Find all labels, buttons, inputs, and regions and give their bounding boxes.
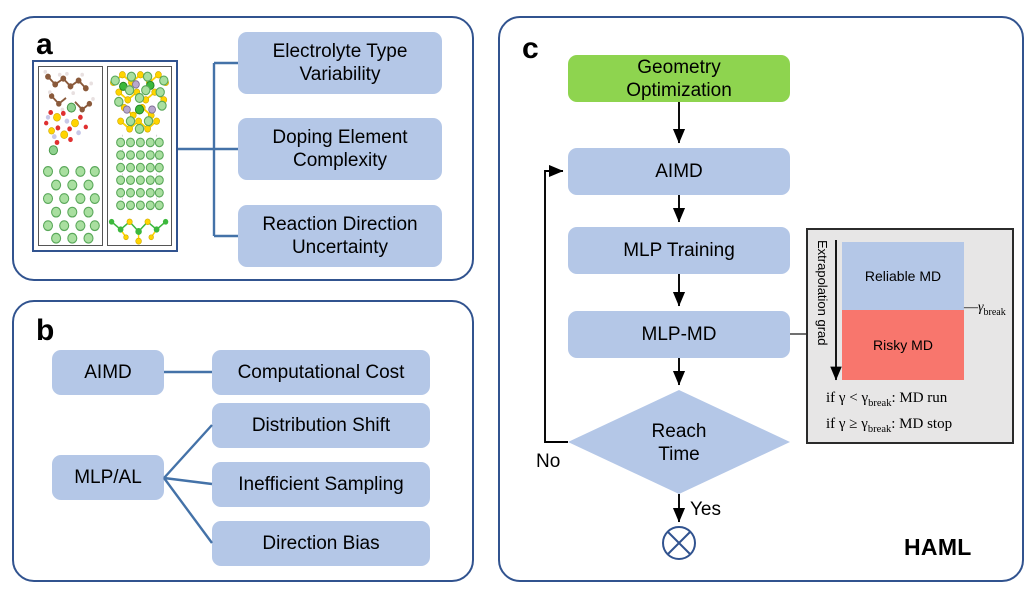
challenge-box-reaction-direction-uncertainty[interactable]: Reaction Direction Uncertainty	[238, 205, 442, 267]
issue-box-distribution-shift[interactable]: Distribution Shift	[212, 403, 430, 448]
challenge-box-doping-element-complexity[interactable]: Doping Element Complexity	[238, 118, 442, 180]
panel-a-letter: a	[36, 28, 53, 61]
source-box-aimd[interactable]: AIMD	[52, 350, 164, 395]
source-box-mlp-al[interactable]: MLP/AL	[52, 455, 164, 500]
panel-b-letter: b	[36, 314, 54, 347]
edge-label-no: No	[536, 451, 561, 472]
cond-1-prefix: if γ ≥ γ	[826, 416, 868, 432]
interface-structure-icon	[108, 71, 169, 245]
inset-condition-row: if γ ≥ γbreak: MD stop	[826, 414, 1012, 440]
cond-0-sub: break	[868, 398, 892, 409]
issue-box-computational-cost[interactable]: Computational Cost	[212, 350, 430, 395]
electrolyte-structure-icon	[42, 69, 100, 244]
inset-condition-row: if γ < γbreak: MD run	[826, 388, 1012, 414]
challenge-box-electrolyte-type-variability[interactable]: Electrolyte Type Variability	[238, 32, 442, 94]
flow-node-reach-time-label[interactable]: Reach Time	[651, 421, 707, 465]
issue-box-direction-bias[interactable]: Direction Bias	[212, 521, 430, 566]
inset-axis-label: Extrapolation grad	[815, 240, 830, 346]
inset-conditions: if γ < γbreak: MD run if γ ≥ γbreak: MD …	[826, 388, 1012, 440]
atomic-structure-figure	[32, 60, 178, 252]
flow-node-geometry-optimization[interactable]: Geometry Optimization	[568, 55, 790, 102]
inset-threshold-label: —γbreak	[964, 300, 1006, 318]
issue-box-inefficient-sampling[interactable]: Inefficient Sampling	[212, 462, 430, 507]
inset-threshold-subscript: break	[983, 306, 1006, 318]
cond-1-suffix: : MD stop	[891, 416, 953, 432]
workflow-name-label: HAML	[904, 534, 972, 560]
flow-node-mlp-training[interactable]: MLP Training	[568, 227, 790, 274]
cond-1-sub: break	[867, 424, 892, 435]
cond-0-prefix: if γ < γ	[826, 390, 869, 406]
flow-node-mlp-md[interactable]: MLP-MD	[568, 311, 790, 358]
extrapolation-grad-inset: Extrapolation grad Reliable MD Risky MD …	[806, 228, 1014, 444]
inset-region-risky-md: Risky MD	[842, 310, 964, 380]
edge-label-yes: Yes	[690, 499, 721, 520]
cond-0-suffix: : MD run	[891, 390, 948, 406]
inset-region-reliable-md: Reliable MD	[842, 242, 964, 310]
structure-cell-electrolyte	[38, 66, 103, 246]
panel-c-letter: c	[522, 32, 539, 65]
flow-node-aimd[interactable]: AIMD	[568, 148, 790, 195]
structure-cell-interface	[107, 66, 172, 246]
